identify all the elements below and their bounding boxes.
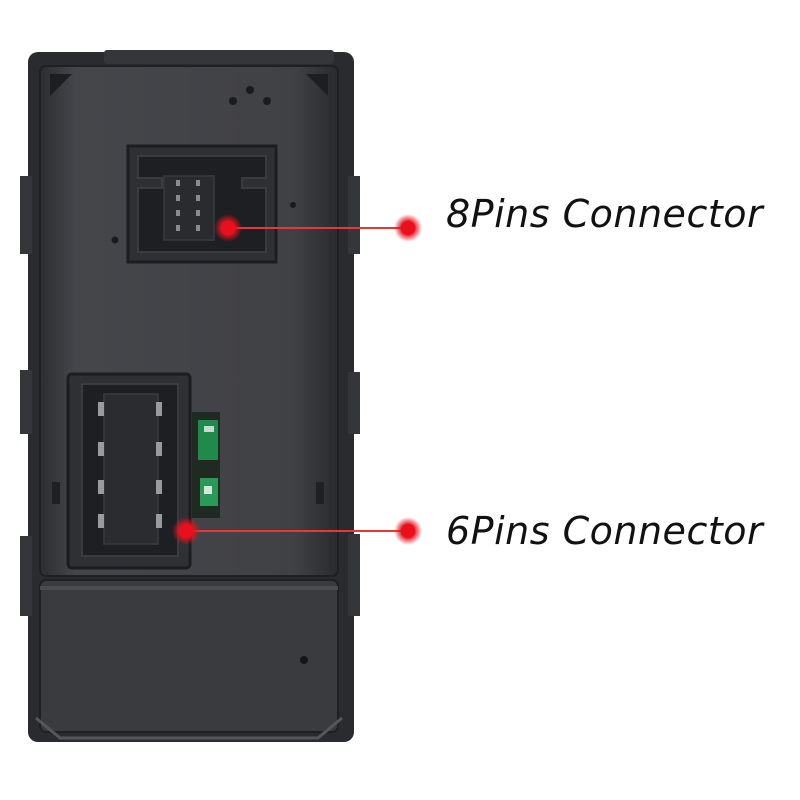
marker-8pin-start [214, 214, 242, 242]
label-8pin-connector: 8Pins Connector [446, 192, 764, 236]
marker-8pin-end [394, 214, 422, 242]
label-6pin-connector: 6Pins Connector [446, 509, 764, 553]
marker-6pin-end [394, 517, 422, 545]
switch-paddle [35, 579, 343, 740]
connector-6pin [66, 372, 192, 570]
connector-8pin [126, 144, 278, 264]
circuit-board [192, 412, 220, 518]
marker-6pin-start [172, 517, 200, 545]
